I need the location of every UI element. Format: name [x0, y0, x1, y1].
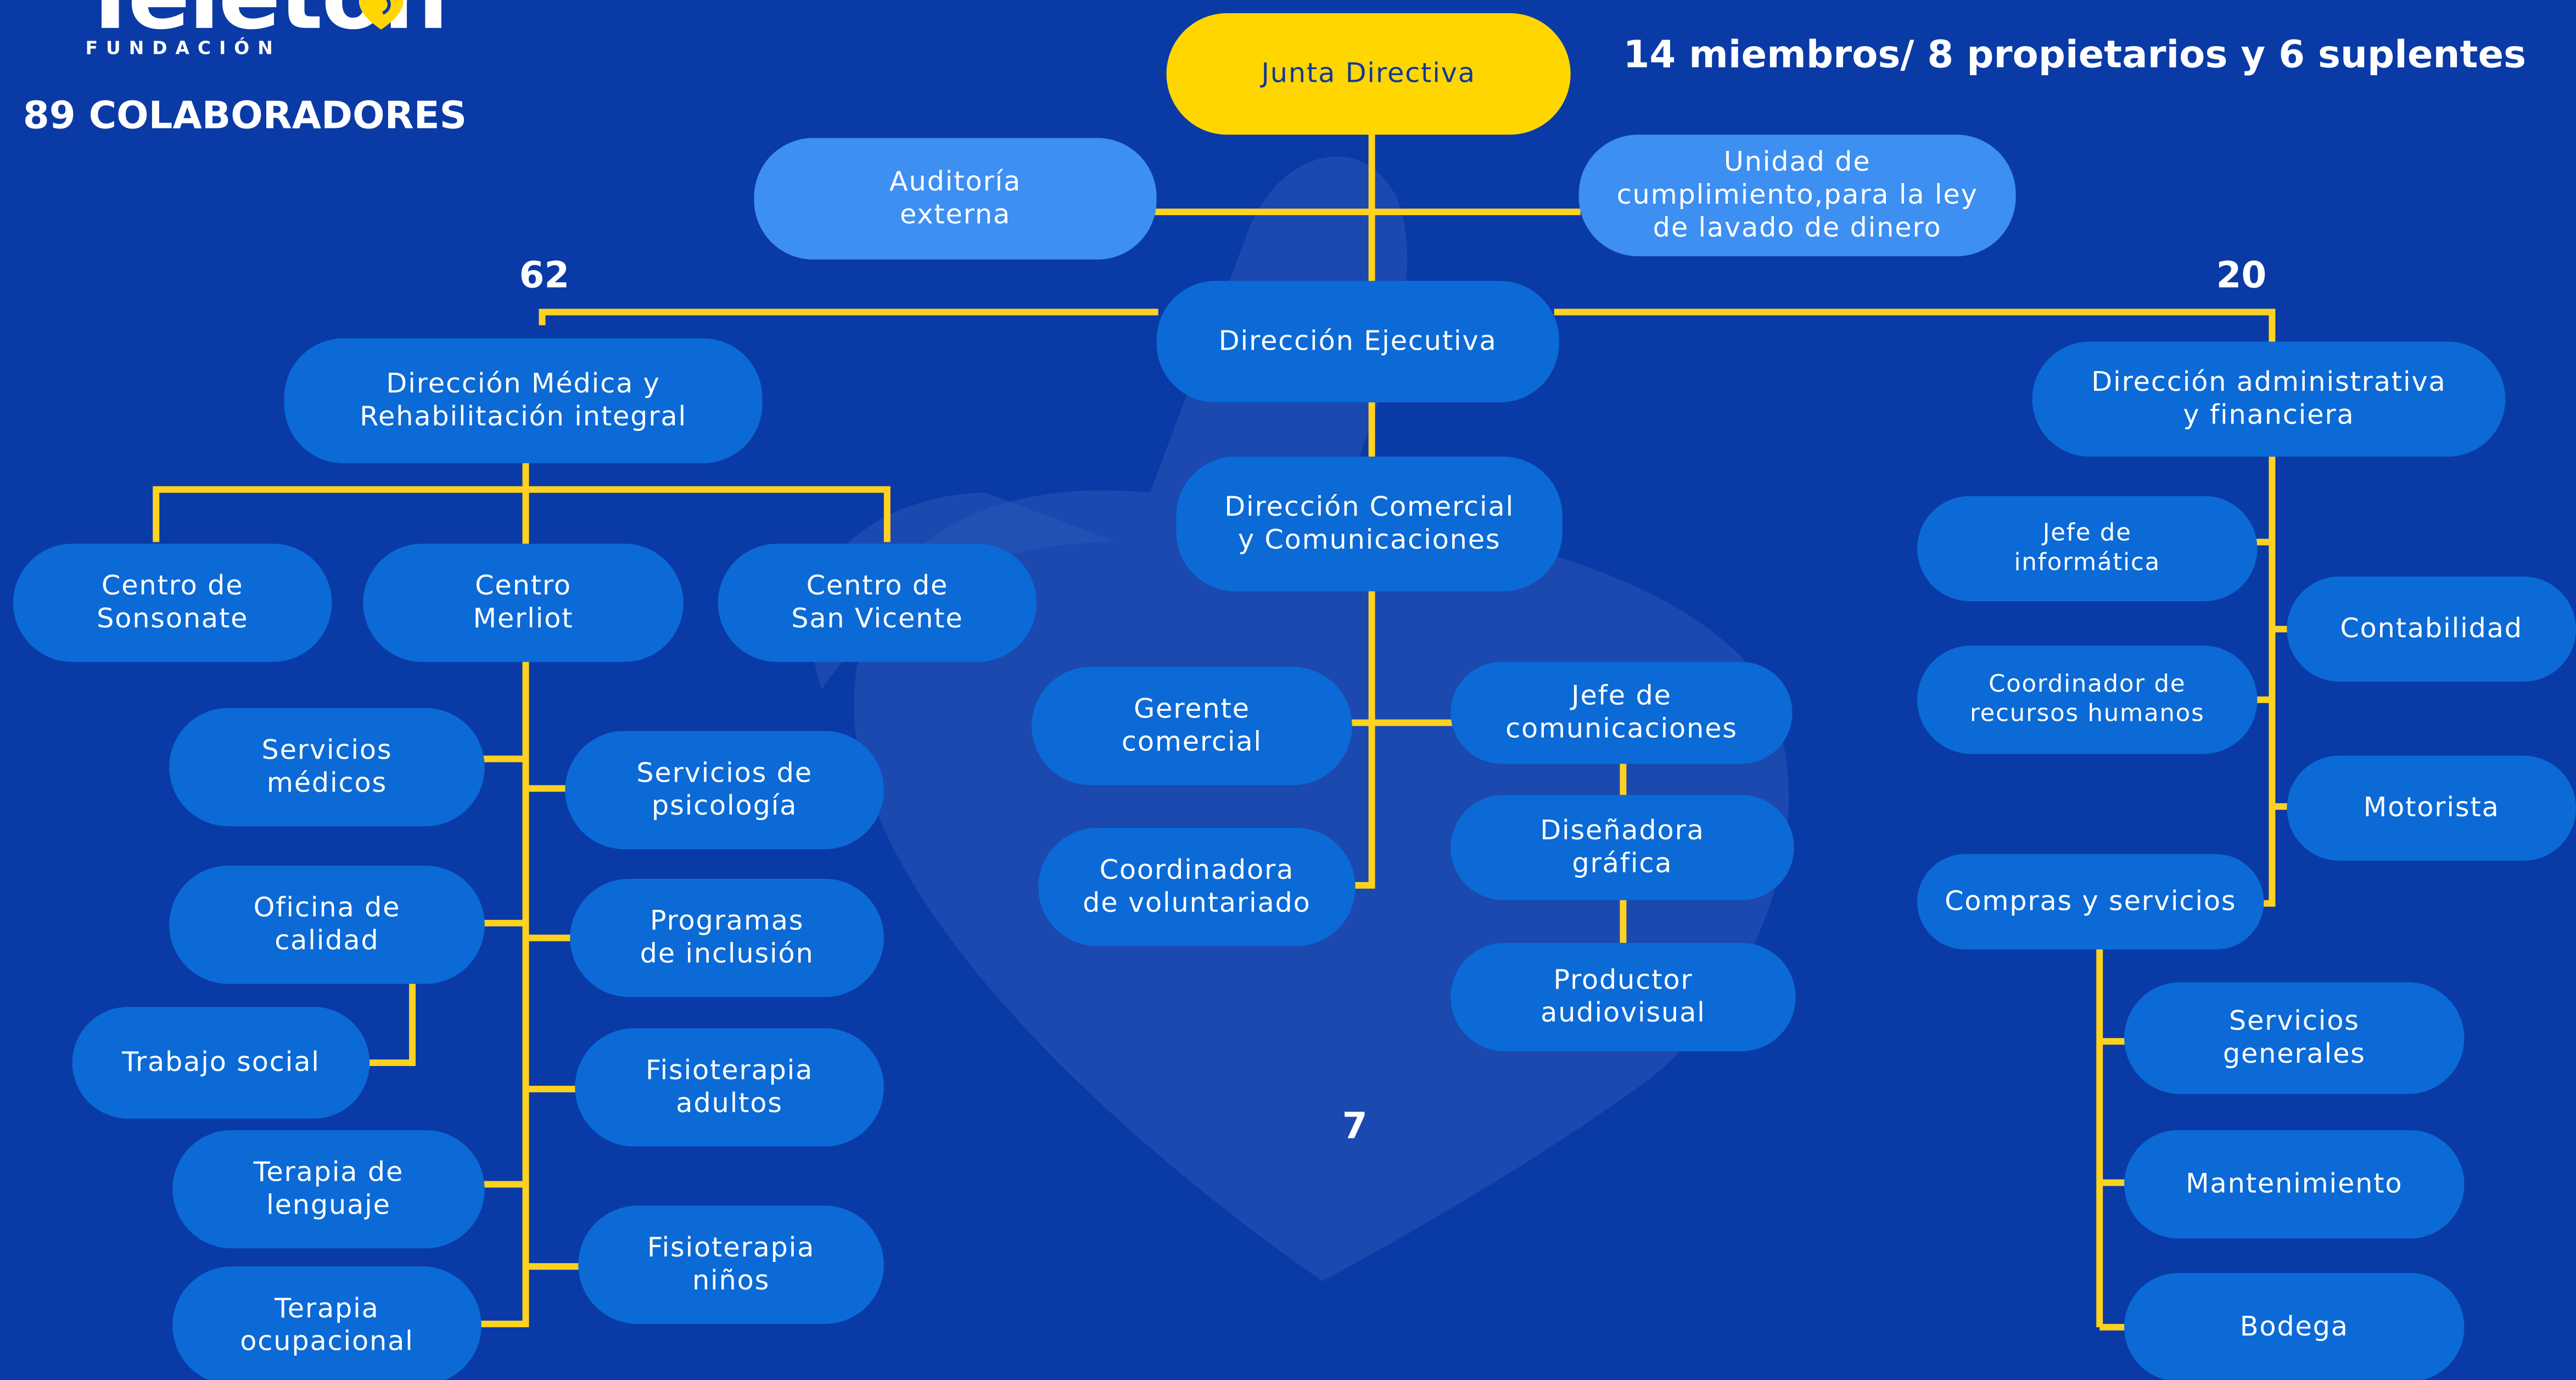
node-servicios-medicos: Servicios médicos [169, 708, 485, 827]
node-jefe-informatica: Jefe de informática [1917, 496, 2258, 602]
count-commercial-division: 7 [1342, 1107, 1368, 1148]
node-coordinadora-voluntariado: Coordinadora de voluntariado [1038, 828, 1356, 946]
node-servicios-psicologia: Servicios de psicología [565, 731, 884, 850]
node-productor-audiovisual: Productor audiovisual [1451, 943, 1796, 1052]
node-programas-inclusion: Programas de inclusión [570, 878, 884, 997]
node-fisioterapia-adultos: Fisioterapia adultos [575, 1028, 884, 1147]
node-jefe-comunicaciones: Jefe de comunicaciones [1451, 661, 1793, 764]
count-medical-division: 62 [519, 256, 570, 298]
node-contabilidad: Contabilidad [2287, 576, 2576, 682]
node-gerente-comercial: Gerente comercial [1032, 666, 1352, 786]
brand-logo-heart-icon [359, 0, 404, 30]
node-centro-san-vicente: Centro de San Vicente [718, 543, 1037, 662]
node-direccion-medica: Dirección Médica y Rehabilitación integr… [284, 338, 763, 463]
node-coordinador-rrhh: Coordinador de recursos humanos [1917, 645, 2258, 754]
node-unidad-cumplimiento: Unidad de cumplimiento,para la ley de la… [1578, 134, 2016, 256]
node-centro-sonsonate: Centro de Sonsonate [13, 543, 332, 662]
node-direccion-administrativa: Dirección administrativa y financiera [2032, 341, 2506, 457]
board-members-label: 14 miembros/ 8 propietarios y 6 suplente… [1623, 34, 2527, 77]
node-disenadora-grafica: Diseñadora gráfica [1451, 795, 1794, 900]
brand-logo-subtitle: FUNDACIÓN [85, 37, 281, 59]
node-oficina-calidad: Oficina de calidad [169, 865, 485, 984]
node-motorista: Motorista [2287, 755, 2576, 861]
node-fisioterapia-ninos: Fisioterapia niños [578, 1205, 884, 1324]
count-admin-division: 20 [2216, 256, 2267, 298]
node-direccion-ejecutiva: Dirección Ejecutiva [1156, 281, 1559, 403]
node-auditoria-externa: Auditoría externa [754, 138, 1157, 260]
node-servicios-generales: Servicios generales [2124, 982, 2465, 1094]
node-centro-merliot: Centro Merliot [363, 543, 684, 662]
node-bodega: Bodega [2124, 1273, 2465, 1380]
node-mantenimiento: Mantenimiento [2124, 1130, 2465, 1239]
node-terapia-lenguaje: Terapia de lenguaje [172, 1130, 485, 1249]
collaborators-count-label: 89 COLABORADORES [23, 95, 467, 138]
node-compras-servicios: Compras y servicios [1917, 854, 2264, 950]
node-direccion-comercial: Dirección Comercial y Comunicaciones [1176, 456, 1563, 592]
node-junta-directiva: Junta Directiva [1166, 13, 1571, 135]
node-trabajo-social: Trabajo social [72, 1007, 370, 1119]
node-terapia-ocupacional: Terapia ocupacional [172, 1266, 481, 1380]
